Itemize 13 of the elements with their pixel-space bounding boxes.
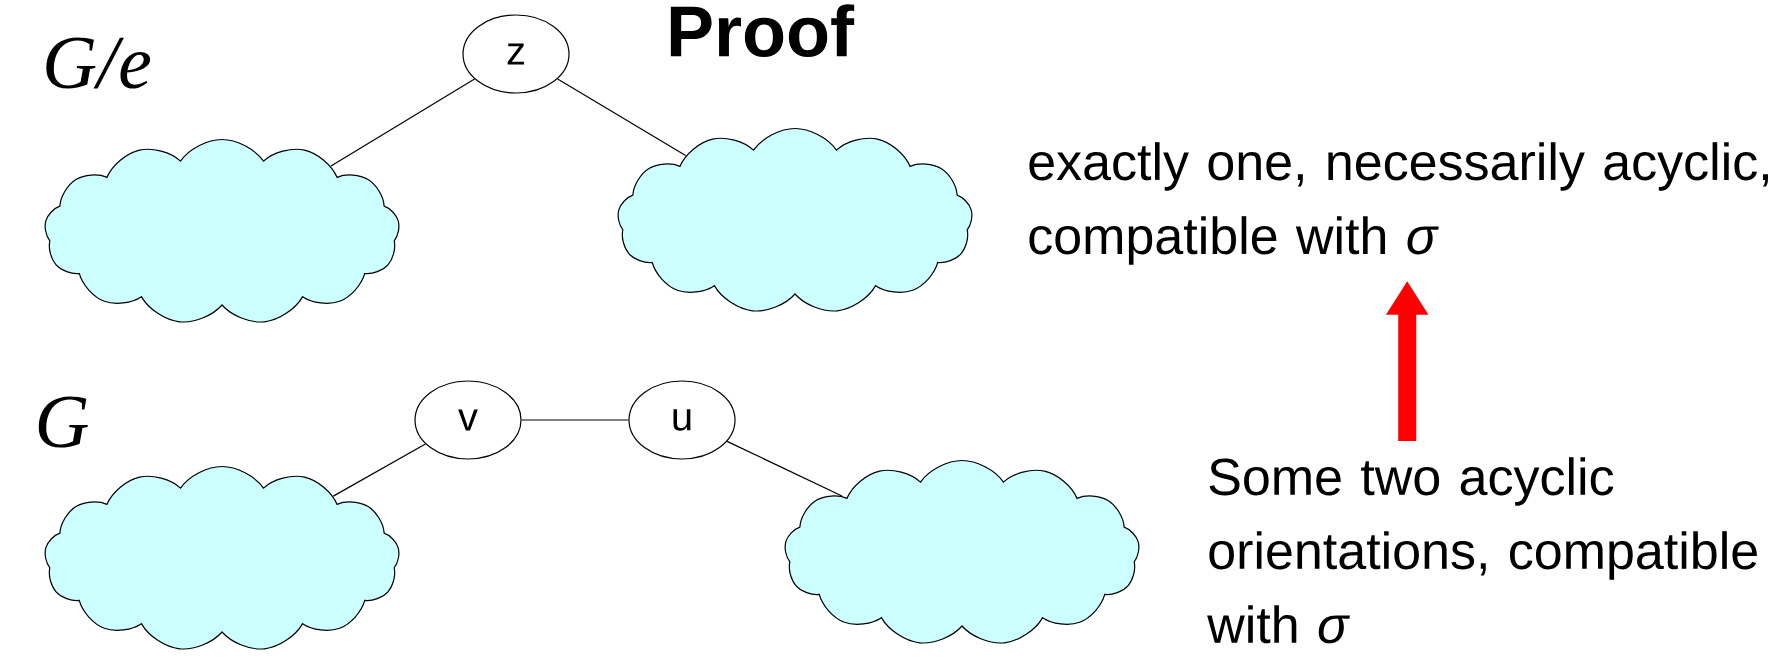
title: Proof: [670, 4, 855, 58]
edge-line: [330, 78, 476, 167]
edge-line: [521, 419, 629, 421]
edge-line: [726, 440, 843, 497]
statement-text: exactly one, necessarily acyclic, compatible with σ: [1029, 142, 1768, 265]
cloud: [44, 138, 400, 323]
graph-label: G: [38, 396, 88, 448]
edge-line: [332, 443, 427, 497]
cloud: [617, 127, 973, 312]
cloud: [784, 459, 1140, 644]
edge-line: [557, 78, 687, 157]
cloud: [44, 465, 400, 650]
statement-text: Some two acyclic orientations, compatible with σ: [1207, 457, 1757, 644]
